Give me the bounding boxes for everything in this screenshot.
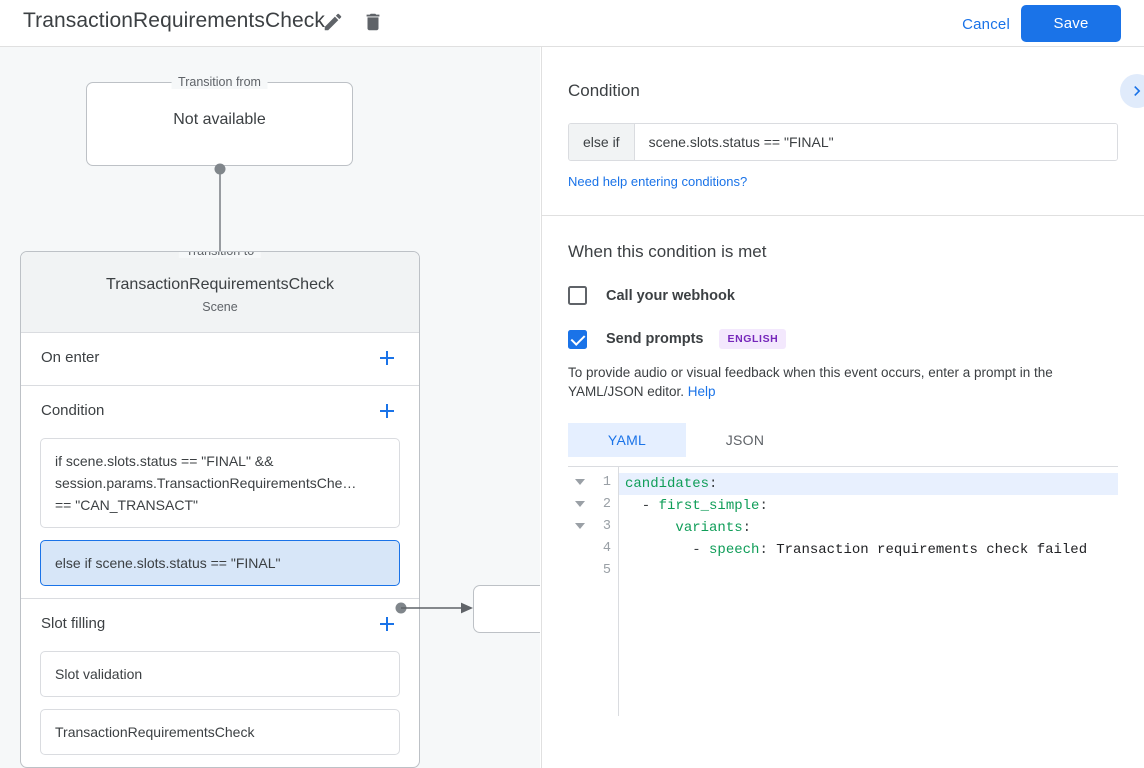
condition-item-line: == "CAN_TRANSACT" xyxy=(55,497,198,513)
editor-gutter-line: 1 xyxy=(568,473,618,495)
transition-from-card: Transition from Not available xyxy=(86,75,353,166)
section-title-slot-filling: Slot filling xyxy=(41,615,106,632)
scene-card-header: TransactionRequirementsCheck Scene xyxy=(21,252,419,333)
condition-help-link[interactable]: Need help entering conditions? xyxy=(568,174,748,189)
plus-icon xyxy=(375,346,401,370)
scene-card[interactable]: Transition to TransactionRequirementsChe… xyxy=(20,251,420,768)
editor-gutter: 1 2 3 4 5 xyxy=(568,467,619,716)
condition-item-line: if scene.slots.status == "FINAL" && xyxy=(55,453,274,469)
condition-item-line: session.params.TransactionRequirementsCh… xyxy=(55,475,357,491)
condition-item-selected[interactable]: else if scene.slots.status == "FINAL" xyxy=(40,540,400,586)
tab-json[interactable]: JSON xyxy=(725,432,765,448)
when-condition-met-heading: When this condition is met xyxy=(568,242,767,261)
transition-to-legend: Transition to xyxy=(178,252,262,258)
editor-line-number: 2 xyxy=(602,497,611,512)
editor-code-line[interactable] xyxy=(619,561,1118,583)
editor-line-number: 5 xyxy=(602,563,611,578)
pencil-icon xyxy=(322,11,348,33)
send-prompts-row[interactable]: Send prompts ENGLISH xyxy=(568,329,1118,349)
details-panel: Condition else if Need help entering con… xyxy=(541,47,1144,768)
slot-filling-item[interactable]: Slot validation xyxy=(40,651,400,697)
send-prompts-label: Send prompts xyxy=(606,331,704,347)
connector-arrow-right xyxy=(395,602,473,614)
next-node-card[interactable] xyxy=(473,585,540,633)
call-webhook-checkbox[interactable] xyxy=(568,286,587,305)
language-badge: ENGLISH xyxy=(719,329,787,349)
expand-panel-button[interactable] xyxy=(1120,74,1144,108)
tab-yaml[interactable]: YAML xyxy=(568,423,686,457)
add-slot-filling-button[interactable] xyxy=(375,612,401,638)
send-prompts-checkbox[interactable] xyxy=(568,329,587,349)
section-on-enter: On enter xyxy=(21,333,419,386)
scene-subtitle: Scene xyxy=(202,300,238,314)
condition-item-line: else if scene.slots.status == "FINAL" xyxy=(55,555,281,571)
save-button[interactable]: Save xyxy=(1021,5,1121,42)
app-header: TransactionRequirementsCheck Cancel Save xyxy=(0,0,1144,47)
condition-field[interactable]: else if xyxy=(568,123,1118,161)
slot-filling-item[interactable]: TransactionRequirementsCheck xyxy=(40,709,400,755)
editor-format-tabs: YAML JSON xyxy=(568,423,1118,457)
edit-button[interactable] xyxy=(322,11,348,37)
editor-line-number: 1 xyxy=(602,475,611,490)
transition-from-legend: Transition from xyxy=(171,75,268,89)
section-slot-filling: Slot filling Slot validation Transaction… xyxy=(21,599,419,755)
transition-from-value: Not available xyxy=(173,111,266,128)
fold-triangle-icon[interactable] xyxy=(575,523,585,529)
editor-code-line[interactable]: - first_simple: xyxy=(625,498,768,514)
condition-prefix-label: else if xyxy=(569,124,635,160)
code-editor[interactable]: 1 2 3 4 5 candidates: - first_simple: varian… xyxy=(568,466,1118,716)
condition-section: Condition else if Need help entering con… xyxy=(542,47,1144,216)
editor-gutter-line: 2 xyxy=(568,495,618,517)
add-on-enter-button[interactable] xyxy=(375,346,401,372)
condition-item[interactable]: if scene.slots.status == "FINAL" && sess… xyxy=(40,438,400,528)
section-condition: Condition if scene.slots.status == "FINA… xyxy=(21,386,419,599)
trash-icon xyxy=(362,11,388,33)
section-title-condition: Condition xyxy=(41,402,105,419)
plus-icon xyxy=(375,612,401,636)
condition-input[interactable] xyxy=(634,124,1117,160)
webhook-row[interactable]: Call your webhook xyxy=(568,286,1118,305)
fold-triangle-icon[interactable] xyxy=(575,501,585,507)
prompt-description: To provide audio or visual feedback when… xyxy=(568,363,1118,401)
section-title-on-enter: On enter xyxy=(41,349,100,366)
slot-filling-item-label: Slot validation xyxy=(55,666,143,682)
editor-code-line[interactable]: candidates: xyxy=(619,473,1118,495)
editor-gutter-line: 4 xyxy=(568,539,618,561)
prompt-description-text: To provide audio or visual feedback when… xyxy=(568,365,1053,399)
editor-line-number: 4 xyxy=(602,541,611,556)
plus-icon xyxy=(375,399,401,423)
when-condition-met-section: When this condition is met Call your web… xyxy=(542,216,1144,716)
scene-name: TransactionRequirementsCheck xyxy=(106,276,334,293)
editor-code-line[interactable]: variants: xyxy=(675,520,752,536)
editor-code-area[interactable]: candidates: - first_simple: variants: - … xyxy=(619,467,1118,716)
condition-heading: Condition xyxy=(568,81,640,100)
call-webhook-label: Call your webhook xyxy=(606,287,735,304)
cancel-button[interactable]: Cancel xyxy=(954,10,1018,39)
delete-button[interactable] xyxy=(362,11,388,37)
editor-gutter-line: 3 xyxy=(568,517,618,539)
flow-canvas[interactable]: Transition from Not available Transition… xyxy=(0,47,540,768)
editor-gutter-line: 5 xyxy=(568,561,618,583)
editor-code-line[interactable]: - speech: Transaction requirements check… xyxy=(625,542,1088,558)
editor-line-number: 3 xyxy=(602,519,611,534)
prompt-help-link[interactable]: Help xyxy=(687,384,716,399)
slot-filling-item-label: TransactionRequirementsCheck xyxy=(55,724,255,740)
fold-triangle-icon[interactable] xyxy=(575,479,585,485)
add-condition-button[interactable] xyxy=(375,399,401,425)
page-title: TransactionRequirementsCheck xyxy=(23,9,325,32)
